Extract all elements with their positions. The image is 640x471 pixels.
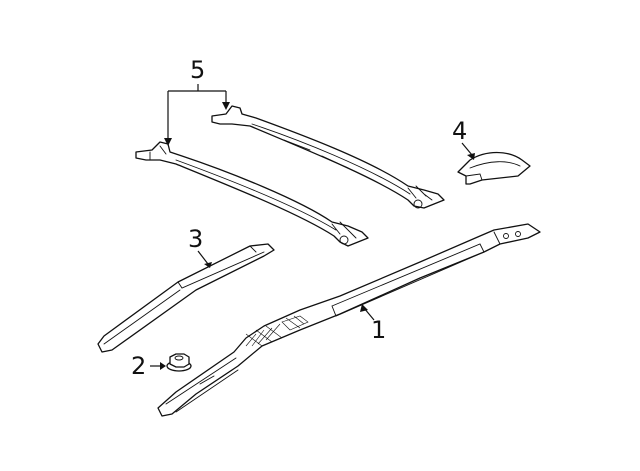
- leader-1: [360, 304, 375, 321]
- leader-2: [150, 362, 166, 370]
- end-cap-part[interactable]: [457, 151, 531, 185]
- roof-rail-part[interactable]: [157, 223, 541, 417]
- callout-1: 1: [371, 316, 386, 344]
- leader-3: [197, 250, 212, 268]
- nut-part[interactable]: [166, 353, 192, 372]
- crossbar-rear[interactable]: [135, 141, 369, 247]
- rail-molding-part[interactable]: [97, 243, 275, 353]
- leader-5: [164, 84, 230, 146]
- callout-2: 2: [131, 352, 146, 380]
- callout-4: 4: [452, 117, 467, 145]
- leader-4: [461, 142, 475, 160]
- callout-3: 3: [188, 225, 203, 253]
- crossbar-front[interactable]: [211, 105, 445, 209]
- callout-5: 5: [190, 56, 205, 84]
